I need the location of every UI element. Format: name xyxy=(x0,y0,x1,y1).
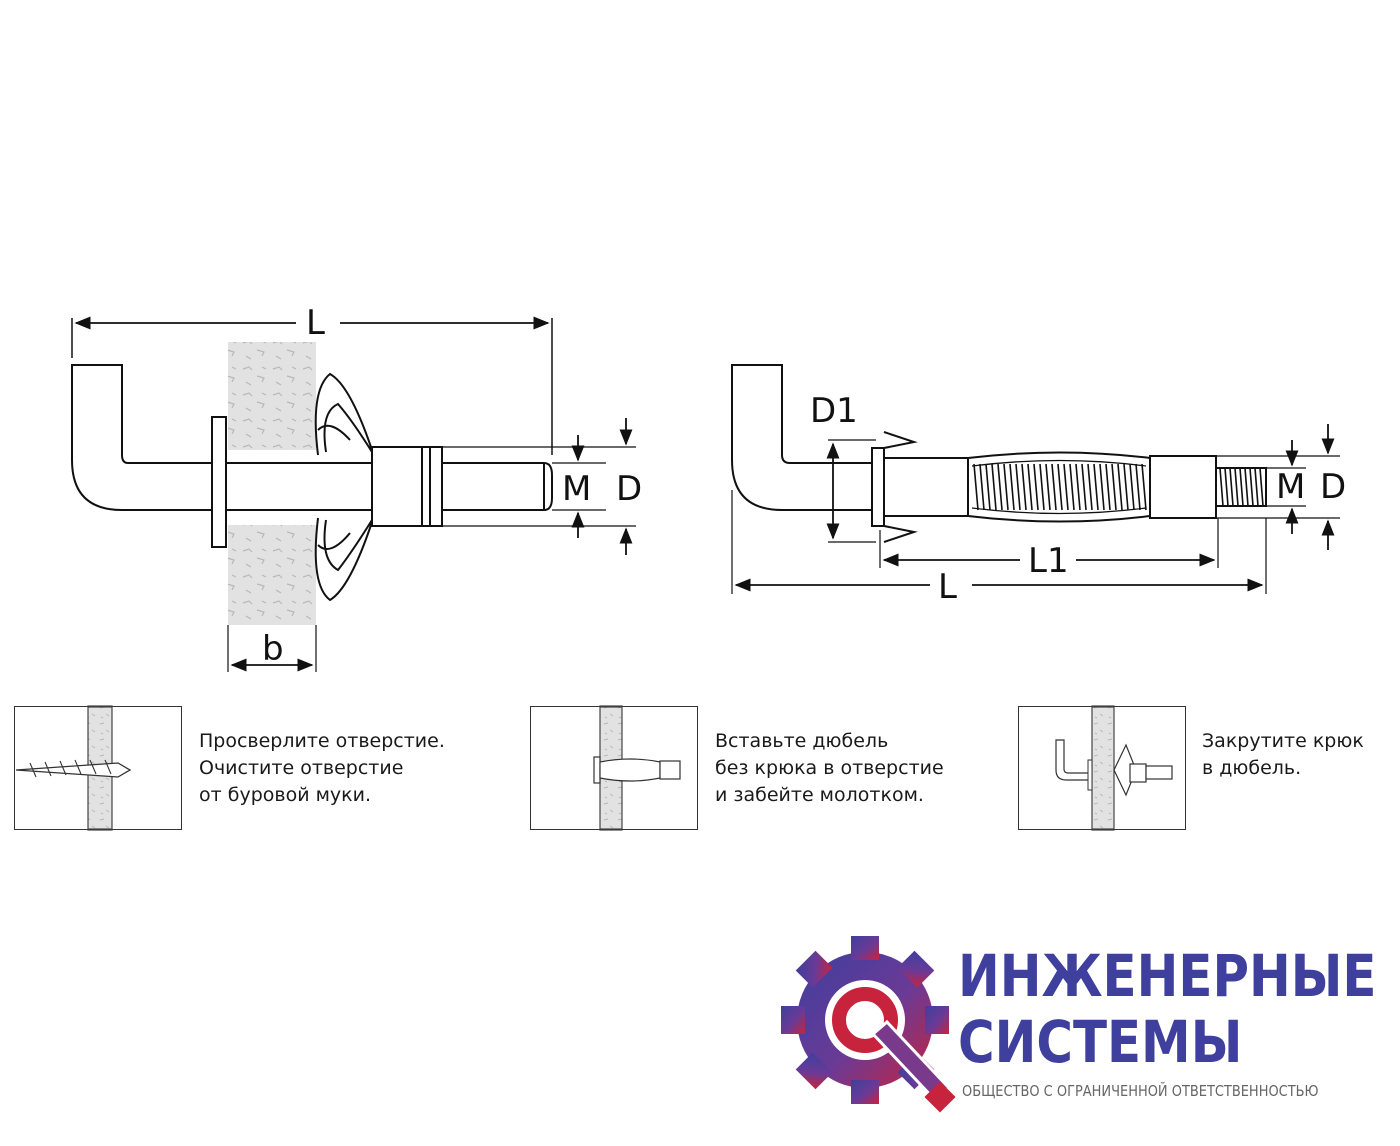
step1-box xyxy=(14,706,182,830)
left-hook xyxy=(71,364,213,511)
body-thread-tick xyxy=(1123,463,1129,511)
body-thread-tick xyxy=(1141,463,1147,511)
left-shaft xyxy=(225,462,377,511)
step3-line1: Закрутите крюк xyxy=(1202,730,1364,752)
left-bolt-tip xyxy=(441,462,553,511)
step3-box xyxy=(1018,706,1186,830)
right-sleeve xyxy=(1149,455,1217,519)
step2-box xyxy=(530,706,698,830)
bolt-thread-tick xyxy=(1219,467,1224,507)
body-thread-tick xyxy=(1075,463,1081,511)
bolt-thread-tick xyxy=(1249,467,1254,507)
wall-upper xyxy=(228,342,316,450)
body-thread-tick xyxy=(1039,463,1045,511)
body-thread-tick xyxy=(1027,463,1033,511)
right-dim-D1: D1 xyxy=(810,391,858,431)
body-thread-tick xyxy=(997,463,1003,511)
left-washer xyxy=(211,416,227,548)
body-thread-tick xyxy=(1087,463,1093,511)
body-thread-tick xyxy=(1045,463,1051,511)
body-thread-tick xyxy=(1069,463,1075,511)
body-thread-tick xyxy=(1063,463,1069,511)
body-thread-tick xyxy=(991,463,997,511)
body-thread-tick xyxy=(1003,463,1009,511)
body-thread-tick xyxy=(1093,463,1099,511)
body-thread-tick xyxy=(1015,463,1021,511)
right-dim-L: L xyxy=(938,567,957,607)
bolt-thread-tick xyxy=(1229,467,1234,507)
left-wings-top xyxy=(314,372,373,456)
body-thread-tick xyxy=(1009,463,1015,511)
step1-line3: от буровой муки. xyxy=(199,784,372,806)
body-thread-tick xyxy=(1129,463,1135,511)
step3-text: Закрутите крюк в дюбель. xyxy=(1202,728,1364,782)
left-dim-D: D xyxy=(616,469,642,509)
body-thread-tick xyxy=(979,463,985,511)
right-teeth xyxy=(883,431,918,543)
body-thread-tick xyxy=(1111,463,1117,511)
left-dim-M: M xyxy=(562,469,591,509)
step1-text: Просверлите отверстие. Очистите отверсти… xyxy=(199,728,445,809)
bolt-thread-tick xyxy=(1224,467,1229,507)
logo-title-line1: ИНЖЕНЕРНЫЕ xyxy=(958,942,1377,1010)
step2-line3: и забейте молотком. xyxy=(715,784,924,806)
left-wings-bottom xyxy=(314,517,373,602)
body-thread-tick xyxy=(1033,463,1039,511)
step1-line2: Очистите отверстие xyxy=(199,757,404,779)
right-hook xyxy=(731,364,873,511)
left-sleeve xyxy=(371,446,443,527)
logo-gear-icon xyxy=(781,936,956,1113)
step2-text: Вставьте дюбель без крюка в отверстие и … xyxy=(715,728,944,809)
left-dim-b: b xyxy=(262,629,284,669)
body-thread-tick xyxy=(1021,463,1027,511)
right-thread-ticks xyxy=(973,463,1264,511)
body-thread-tick xyxy=(1135,463,1141,511)
logo-wrench-icon xyxy=(870,1019,952,1103)
logo-subtitle: ОБЩЕСТВО С ОГРАНИЧЕННОЙ ОТВЕТСТВЕННОСТЬЮ xyxy=(962,1082,1319,1100)
wall-lower xyxy=(228,525,316,625)
body-thread-tick xyxy=(985,463,991,511)
logo-title-line2: СИСТЕМЫ xyxy=(958,1008,1243,1076)
right-shaft xyxy=(883,457,971,517)
body-thread-tick xyxy=(1051,463,1057,511)
step1-line1: Просверлите отверстие. xyxy=(199,730,445,752)
bolt-thread-tick xyxy=(1244,467,1249,507)
body-thread-tick xyxy=(1099,463,1105,511)
bolt-thread-tick xyxy=(1259,467,1264,507)
body-thread-tick xyxy=(973,463,979,511)
step3-line2: в дюбель. xyxy=(1202,757,1302,779)
bolt-thread-tick xyxy=(1239,467,1244,507)
right-dim-L1: L1 xyxy=(1028,541,1069,581)
bolt-thread-tick xyxy=(1254,467,1259,507)
left-dim-L: L xyxy=(306,303,325,343)
left-anchor-drawing xyxy=(71,316,636,672)
right-collar xyxy=(871,447,885,527)
body-thread-tick xyxy=(1081,463,1087,511)
right-dim-M: M xyxy=(1276,467,1305,507)
body-thread-tick xyxy=(1057,463,1063,511)
body-thread-tick xyxy=(1117,463,1123,511)
step2-line1: Вставьте дюбель xyxy=(715,730,889,752)
right-body-thread xyxy=(971,459,1147,515)
bolt-thread-tick xyxy=(1234,467,1239,507)
right-dim-D: D xyxy=(1320,467,1346,507)
step2-line2: без крюка в отверстие xyxy=(715,757,944,779)
body-thread-tick xyxy=(1105,463,1111,511)
